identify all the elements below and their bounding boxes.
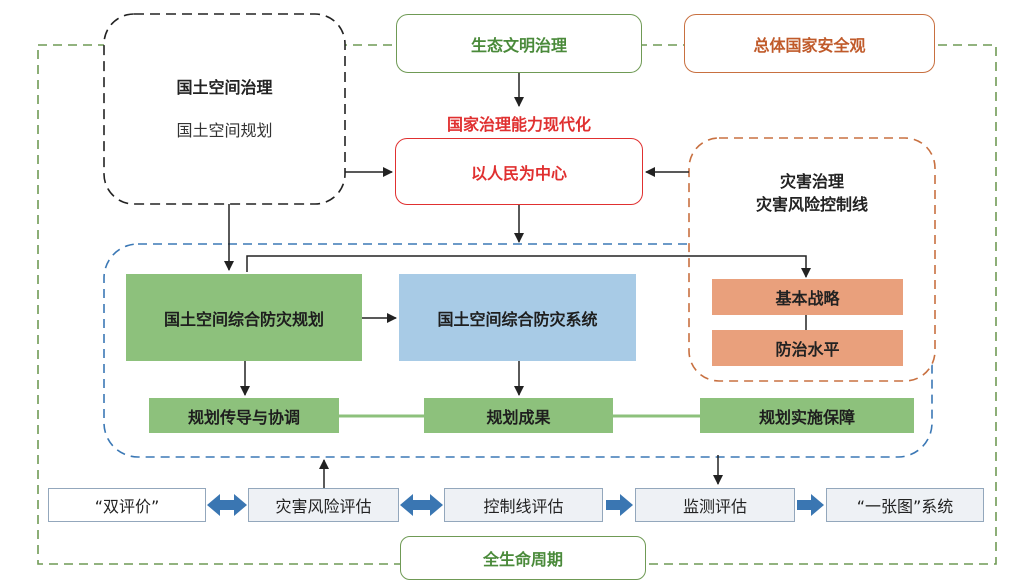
land-governance-subtitle: 国土空间规划 bbox=[176, 121, 273, 140]
coordination-box: 规划传导与协调 bbox=[149, 398, 339, 433]
land-governance-frame bbox=[103, 13, 346, 205]
arrow-plan-to-strategy bbox=[246, 255, 811, 278]
double-arrow-2 bbox=[400, 494, 443, 516]
lifecycle-label: 全生命周期 bbox=[482, 550, 563, 569]
dual-evaluation-label: “双评价” bbox=[94, 497, 160, 516]
disaster-plan-box: 国土空间综合防灾规划 bbox=[126, 274, 362, 361]
ecological-governance-box: 生态文明治理 bbox=[396, 14, 642, 73]
coordination-label: 规划传导与协调 bbox=[187, 407, 300, 427]
one-map-system-box: “一张图”系统 bbox=[826, 488, 984, 522]
people-center-box: 以人民为中心 bbox=[395, 138, 643, 205]
land-governance-title: 国土空间治理 bbox=[176, 78, 273, 97]
disaster-system-label: 国土空间综合防灾系统 bbox=[437, 309, 598, 329]
one-map-system-label: “一张图”系统 bbox=[856, 497, 954, 516]
right-arrow-1 bbox=[606, 494, 633, 516]
security-concept-label: 总体国家安全观 bbox=[753, 35, 866, 55]
basic-strategy-label: 基本战略 bbox=[775, 289, 840, 308]
disaster-plan-label: 国土空间综合防灾规划 bbox=[163, 309, 324, 329]
security-concept-box: 总体国家安全观 bbox=[684, 14, 935, 73]
implementation-guarantee-box: 规划实施保障 bbox=[700, 398, 914, 433]
disaster-risk-line-title: 灾害风险控制线 bbox=[755, 195, 868, 214]
risk-assessment-box: 灾害风险评估 bbox=[248, 488, 399, 522]
dual-evaluation-box: “双评价” bbox=[48, 488, 206, 522]
modernization-label: 国家治理能力现代化 bbox=[446, 115, 591, 134]
people-center-label: 以人民为中心 bbox=[470, 163, 567, 183]
monitoring-assessment-label: 监测评估 bbox=[682, 497, 747, 516]
ecological-governance-label: 生态文明治理 bbox=[470, 35, 567, 55]
disaster-governance-title: 灾害治理 bbox=[779, 172, 844, 191]
plan-results-label: 规划成果 bbox=[486, 407, 551, 427]
implementation-guarantee-label: 规划实施保障 bbox=[758, 407, 855, 427]
monitoring-assessment-box: 监测评估 bbox=[635, 488, 795, 522]
plan-results-box: 规划成果 bbox=[424, 398, 613, 433]
prevention-level-box: 防治水平 bbox=[712, 330, 903, 366]
control-line-assessment-label: 控制线评估 bbox=[483, 497, 564, 516]
basic-strategy-box: 基本战略 bbox=[712, 279, 903, 315]
control-line-assessment-box: 控制线评估 bbox=[444, 488, 603, 522]
prevention-level-label: 防治水平 bbox=[775, 340, 840, 359]
lifecycle-box: 全生命周期 bbox=[400, 536, 646, 580]
disaster-system-box: 国土空间综合防灾系统 bbox=[399, 274, 636, 361]
double-arrow-1 bbox=[207, 494, 247, 516]
risk-assessment-label: 灾害风险评估 bbox=[275, 497, 372, 516]
disaster-governance-frame bbox=[688, 137, 936, 382]
right-arrow-2 bbox=[797, 494, 824, 516]
